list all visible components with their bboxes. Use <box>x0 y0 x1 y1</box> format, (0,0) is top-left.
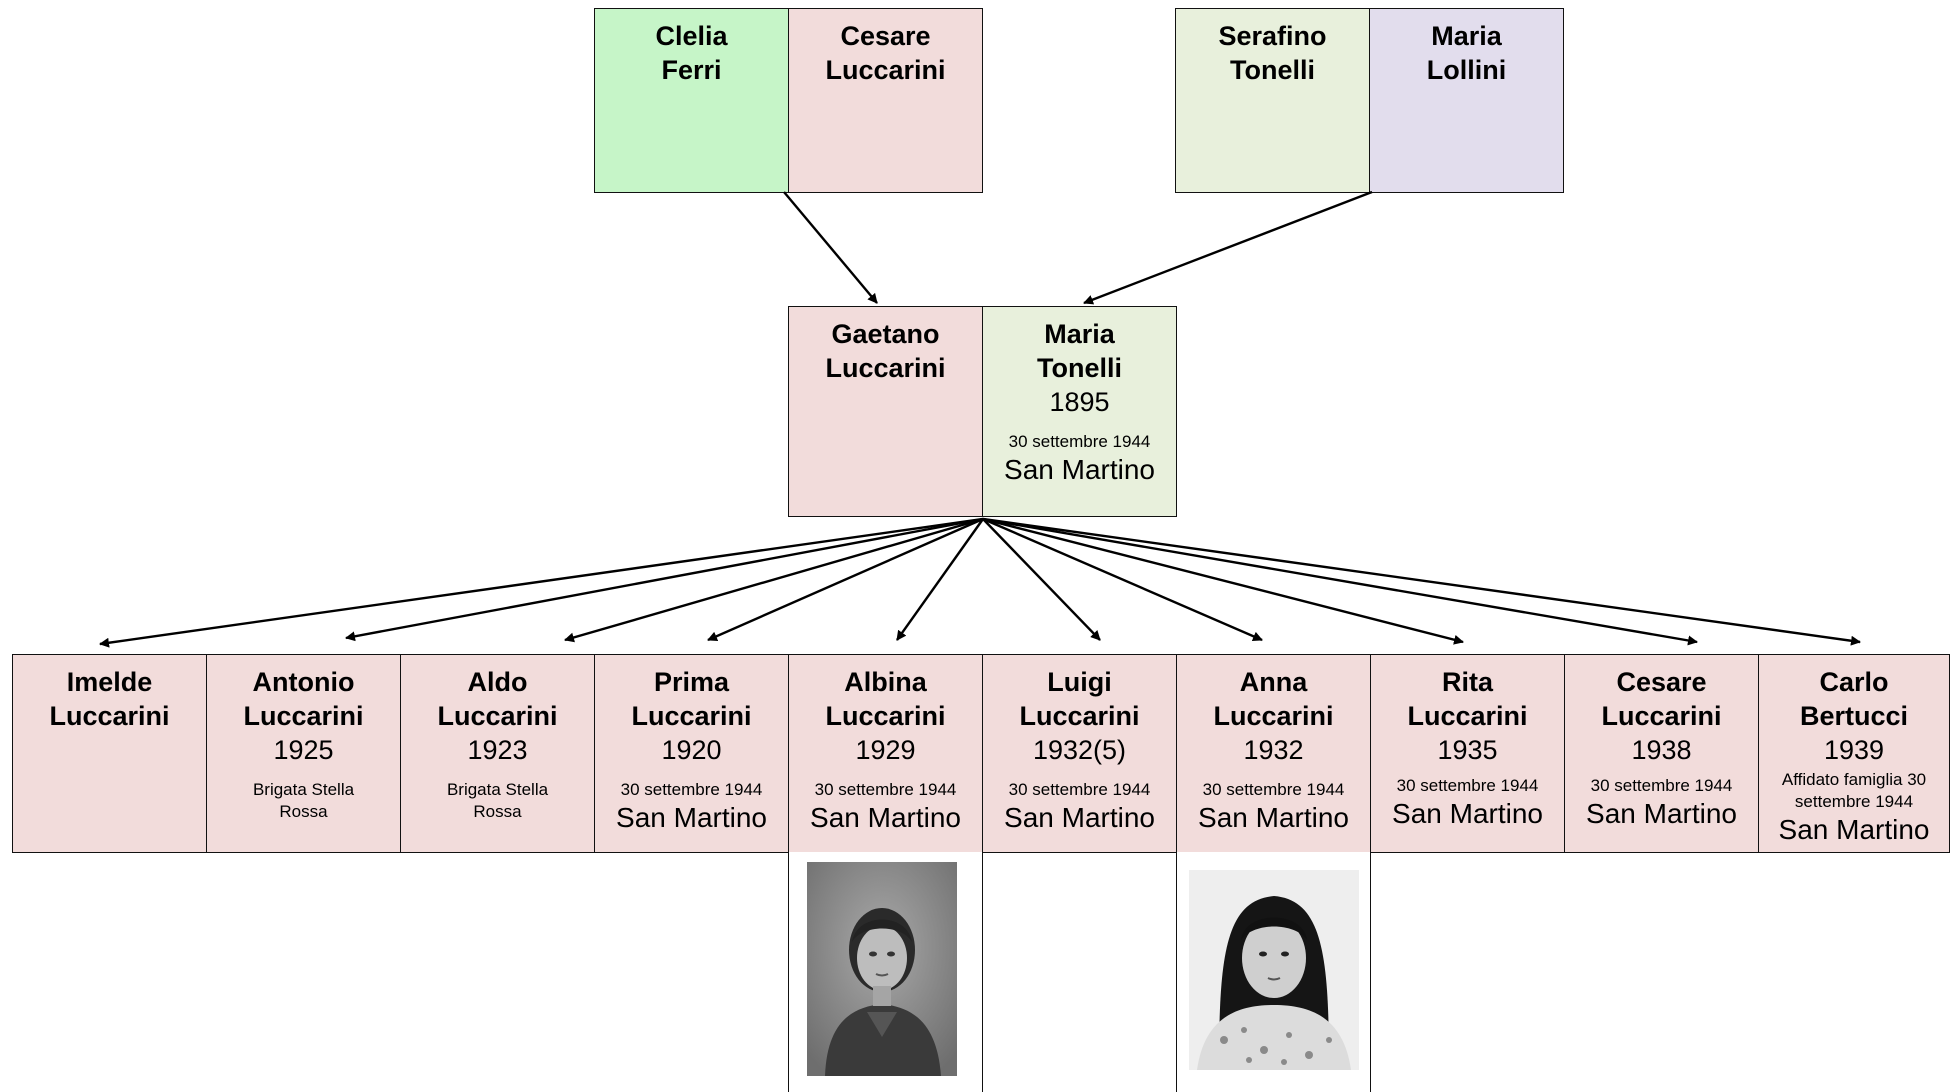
first-name: Albina <box>844 667 927 697</box>
first-name: Carlo <box>1819 667 1889 697</box>
person-imelde-luccarini: Imelde Luccarini <box>12 654 207 853</box>
arrow-to-child-10 <box>982 517 1861 646</box>
first-name: Rita <box>1441 667 1493 697</box>
death-date: 30 settembre 1944 <box>1590 776 1733 795</box>
death-date: 30 settembre 1944 <box>1008 780 1151 799</box>
birth-year: 1923 <box>467 735 528 765</box>
person-maria-tonelli: Maria Tonelli 1895 30 settembre 1944 San… <box>982 306 1177 517</box>
person-serafino-tonelli: Serafino Tonelli <box>1175 8 1370 193</box>
person-cesare-luccarini: Cesare Luccarini 1938 30 settembre 1944 … <box>1564 654 1759 853</box>
birth-year: 1929 <box>855 735 916 765</box>
last-name: Tonelli <box>1230 55 1315 85</box>
last-name: Luccarini <box>631 701 752 731</box>
photo-frame-albina <box>788 852 983 1092</box>
death-date: 30 settembre 1944 <box>1008 432 1151 451</box>
person-rita-luccarini: Rita Luccarini 1935 30 settembre 1944 Sa… <box>1370 654 1565 853</box>
first-name: Clelia <box>655 21 728 51</box>
person-clelia-ferri: Clelia Ferri <box>594 8 789 193</box>
last-name: Ferri <box>661 55 722 85</box>
first-name: Serafino <box>1218 21 1327 51</box>
birth-year: 1935 <box>1437 735 1498 765</box>
arrow-to-child-6 <box>982 518 1101 641</box>
brigade-note: Brigata Stella Rossa <box>446 780 549 821</box>
person-prima-luccarini: Prima Luccarini 1920 30 settembre 1944 S… <box>594 654 789 853</box>
first-name: Maria <box>1431 21 1502 51</box>
first-name: Cesare <box>1616 667 1707 697</box>
birth-year: 1925 <box>273 735 334 765</box>
birth-year: 1932 <box>1243 735 1304 765</box>
death-date: 30 settembre 1944 <box>1202 780 1345 799</box>
death-place: San Martino <box>1198 802 1349 833</box>
death-date: 30 settembre 1944 <box>1396 776 1539 795</box>
birth-year: 1895 <box>1049 387 1110 417</box>
person-luigi-luccarini: Luigi Luccarini 1932(5) 30 settembre 194… <box>982 654 1177 853</box>
person-maria-lollini: Maria Lollini <box>1369 8 1564 193</box>
person-antonio-luccarini: Antonio Luccarini 1925 Brigata Stella Ro… <box>206 654 401 853</box>
last-name: Luccarini <box>437 701 558 731</box>
person-gaetano-luccarini: Gaetano Luccarini <box>788 306 983 517</box>
first-name: Gaetano <box>831 319 940 349</box>
last-name: Lollini <box>1426 55 1507 85</box>
birth-year: 1939 <box>1823 735 1885 765</box>
arrow-cesare-to-gaetano <box>783 191 878 304</box>
last-name: Luccarini <box>243 701 364 731</box>
birth-year: 1938 <box>1631 735 1692 765</box>
person-cesare-luccarini-senior: Cesare Luccarini <box>788 8 983 193</box>
person-aldo-luccarini: Aldo Luccarini 1923 Brigata Stella Rossa <box>400 654 595 853</box>
first-name: Anna <box>1239 667 1308 697</box>
last-name: Luccarini <box>825 55 946 85</box>
first-name: Imelde <box>66 667 153 697</box>
first-name: Luigi <box>1047 667 1112 697</box>
portrait-photo-anna <box>1189 870 1359 1070</box>
death-place: San Martino <box>1586 798 1737 829</box>
last-name: Luccarini <box>1407 701 1528 731</box>
last-name: Luccarini <box>825 353 946 383</box>
last-name: Luccarini <box>1213 701 1334 731</box>
birth-year: 1920 <box>661 735 722 765</box>
death-place: San Martino <box>1778 814 1930 845</box>
arrow-to-child-7 <box>982 517 1263 642</box>
death-place: San Martino <box>1004 802 1155 833</box>
arrow-to-child-8 <box>982 517 1464 645</box>
first-name: Aldo <box>467 667 528 697</box>
arrow-to-child-2 <box>345 517 984 642</box>
first-name: Maria <box>1044 319 1115 349</box>
arrow-to-child-4 <box>707 517 984 642</box>
last-name: Tonelli <box>1037 353 1122 383</box>
death-place: San Martino <box>810 802 961 833</box>
portrait-photo-albina <box>807 862 957 1076</box>
birth-year: 1932(5) <box>1032 735 1127 765</box>
arrow-to-child-5 <box>896 518 984 641</box>
foster-note: Affidato famiglia 30 settembre 1944 <box>1781 770 1927 811</box>
death-date: 30 settembre 1944 <box>814 780 957 799</box>
person-carlo-bertucci: Carlo Bertucci 1939 Affidato famiglia 30… <box>1758 654 1950 853</box>
arrow-to-child-1 <box>99 517 984 648</box>
arrow-to-child-9 <box>982 517 1698 646</box>
child-arrows <box>99 517 1861 648</box>
arrow-lollini-to-maria <box>1083 190 1373 305</box>
last-name: Luccarini <box>1019 701 1140 731</box>
death-place: San Martino <box>1004 454 1155 485</box>
first-name: Prima <box>653 667 730 697</box>
photo-frame-anna <box>1176 852 1371 1092</box>
arrow-to-child-3 <box>564 517 984 643</box>
brigade-note: Brigata Stella Rossa <box>252 780 355 821</box>
death-date: 30 settembre 1944 <box>620 780 763 799</box>
person-albina-luccarini: Albina Luccarini 1929 30 settembre 1944 … <box>788 654 983 853</box>
last-name: Luccarini <box>49 701 170 731</box>
death-place: San Martino <box>616 802 767 833</box>
last-name: Luccarini <box>1601 701 1722 731</box>
person-anna-luccarini: Anna Luccarini 1932 30 settembre 1944 Sa… <box>1176 654 1371 853</box>
death-place: San Martino <box>1392 798 1543 829</box>
last-name: Bertucci <box>1799 701 1909 731</box>
first-name: Antonio <box>252 667 355 697</box>
first-name: Cesare <box>840 21 931 51</box>
last-name: Luccarini <box>825 701 946 731</box>
